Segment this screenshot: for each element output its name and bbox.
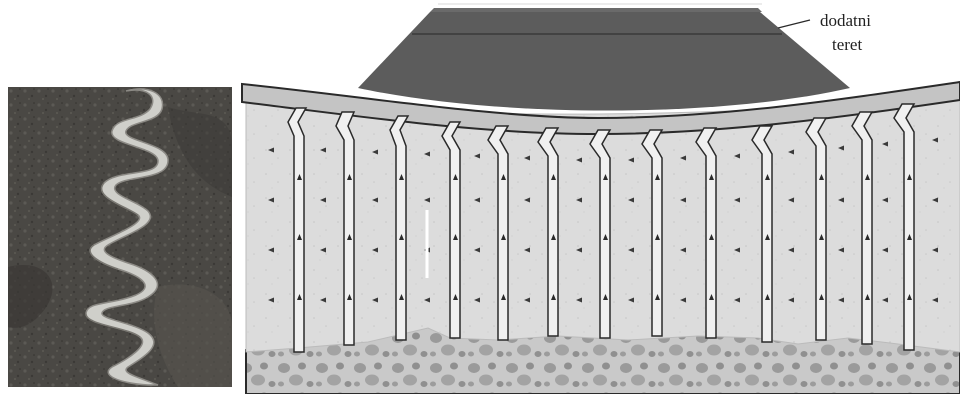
cross-section-diagram: dodatni teret: [238, 0, 960, 394]
buckled-drain-photo: [8, 87, 232, 387]
diagram-svg: dodatni teret: [238, 0, 960, 394]
annotation-line1: dodatni: [820, 11, 871, 30]
photo-svg: [8, 87, 232, 387]
annotation-leader: [778, 20, 810, 28]
annotation-line2: teret: [832, 35, 862, 54]
embankment-load: [358, 4, 850, 111]
